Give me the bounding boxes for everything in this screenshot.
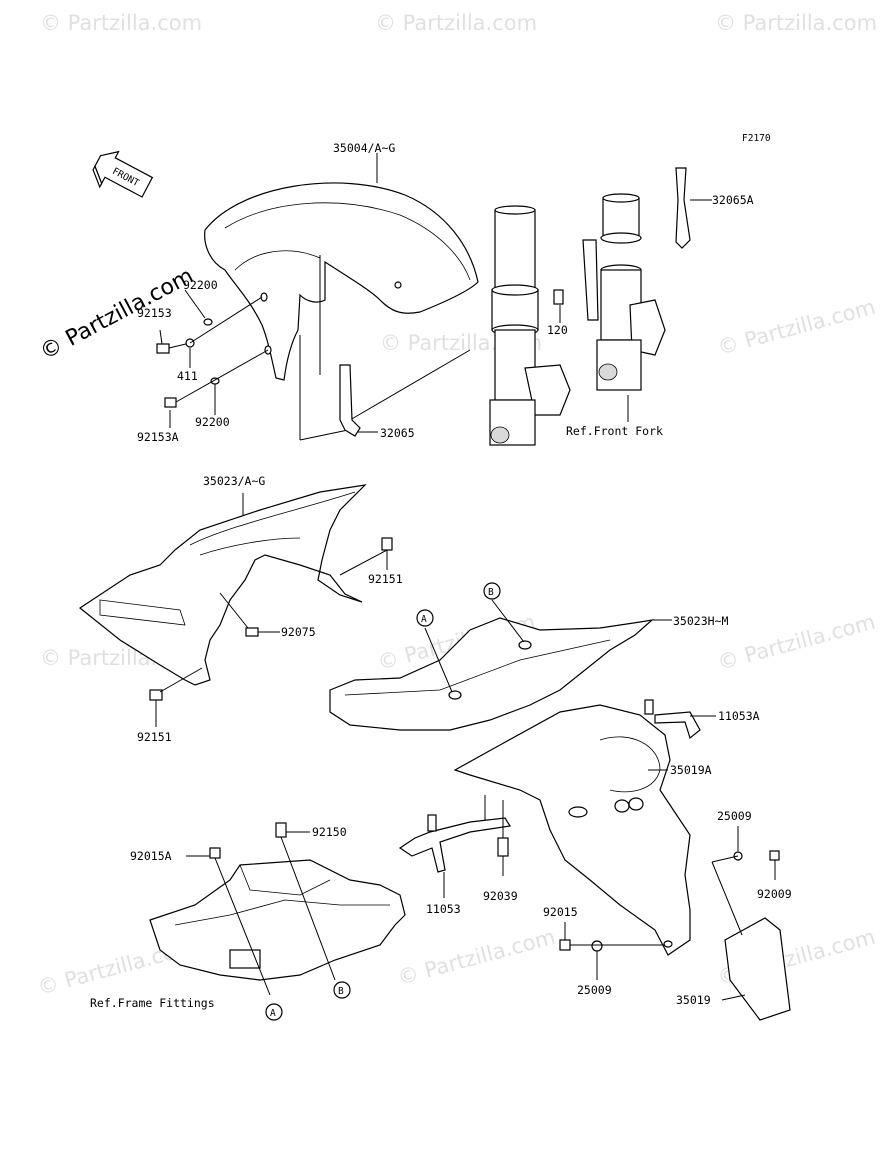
svg-text:A: A xyxy=(270,1008,276,1019)
callout-92151-top: 92151 xyxy=(368,572,403,586)
callout-35023h: 35023H~M xyxy=(673,614,728,628)
callout-35019: 35019 xyxy=(676,993,711,1007)
bolt-92153-icon xyxy=(156,343,170,354)
watermark: © Partzilla.com xyxy=(375,11,537,35)
callout-92039: 92039 xyxy=(483,889,518,903)
bracket-11053 xyxy=(398,795,511,898)
figure-code: F2170 xyxy=(742,133,771,144)
svg-text:B: B xyxy=(338,986,344,997)
seat-cover xyxy=(329,599,672,731)
front-arrow-icon: FRONT xyxy=(92,150,154,198)
front-fork-left xyxy=(489,205,571,446)
callout-92009: 92009 xyxy=(757,887,792,901)
bolt-120-icon xyxy=(553,289,564,305)
watermark: © Partzilla.com xyxy=(40,11,202,35)
rear-fender xyxy=(453,704,691,956)
bolt-92150-icon xyxy=(275,822,287,838)
callout-92015a: 92015A xyxy=(130,849,172,863)
callout-35004: 35004/A~G xyxy=(333,141,395,155)
marker-a-top: A xyxy=(416,609,434,627)
callout-25009-right: 25009 xyxy=(717,809,752,823)
callout-92200-bottom: 92200 xyxy=(195,415,230,429)
fender-leaders xyxy=(299,153,471,441)
callout-11053: 11053 xyxy=(426,902,461,916)
watermark: © Partzilla.com xyxy=(395,925,558,990)
clip-92039 xyxy=(497,800,509,876)
callout-92150: 92150 xyxy=(312,825,347,839)
callout-92151-bottom: 92151 xyxy=(137,730,172,744)
callout-411: 411 xyxy=(177,369,198,383)
front-fork-right xyxy=(582,193,666,422)
callout-92153a: 92153A xyxy=(137,430,179,444)
front-cowl xyxy=(78,484,393,727)
callout-35023: 35023/A~G xyxy=(203,474,265,488)
frame-fittings xyxy=(149,822,406,996)
damper-25009b-icon xyxy=(591,940,603,952)
front-fender xyxy=(204,182,479,381)
washer-92200-icon xyxy=(203,318,213,326)
bolt-92151-icon xyxy=(381,537,393,551)
svg-text:B: B xyxy=(488,587,494,598)
callout-32065a: 32065A xyxy=(712,193,754,207)
clip-92075-icon xyxy=(245,627,259,637)
fender-hardware xyxy=(156,289,269,428)
watermark-main: © Partzilla.com xyxy=(36,264,198,366)
marker-a-bottom: A xyxy=(265,1003,283,1021)
marker-b-bottom: B xyxy=(333,981,351,999)
marker-b-top: B xyxy=(483,582,501,600)
watermark: © Partzilla.com xyxy=(715,610,878,675)
callout-92153: 92153 xyxy=(137,306,172,320)
bracket-32065 xyxy=(339,364,378,437)
callout-35019a: 35019A xyxy=(670,763,712,777)
screw-92009-icon xyxy=(769,850,780,861)
callout-92015: 92015 xyxy=(543,905,578,919)
nut-92015-icon xyxy=(559,939,571,951)
svg-text:A: A xyxy=(421,614,427,625)
watermark: © Partzilla.com xyxy=(715,295,878,360)
callout-ref-frame-fittings: Ref.Frame Fittings xyxy=(90,996,215,1010)
rear-hardware xyxy=(559,826,780,980)
bracket-11053a xyxy=(644,699,716,740)
callout-92200-top: 92200 xyxy=(183,278,218,292)
callout-120: 120 xyxy=(547,323,568,337)
bolt-92153a-icon xyxy=(164,397,177,408)
nut-92015a-icon xyxy=(209,847,221,859)
watermark: © Partzilla.com xyxy=(715,11,877,35)
callout-ref-front-fork: Ref.Front Fork xyxy=(566,424,663,438)
callout-25009-bottom: 25009 xyxy=(577,983,612,997)
callout-labels: 35004/A~G 32065A 120 92200 92153 411 922… xyxy=(90,141,792,1010)
flap-35019 xyxy=(721,917,791,1021)
callout-11053a: 11053A xyxy=(718,709,760,723)
bracket-32065a xyxy=(675,167,712,249)
callout-92075: 92075 xyxy=(281,625,316,639)
callout-32065: 32065 xyxy=(380,426,415,440)
